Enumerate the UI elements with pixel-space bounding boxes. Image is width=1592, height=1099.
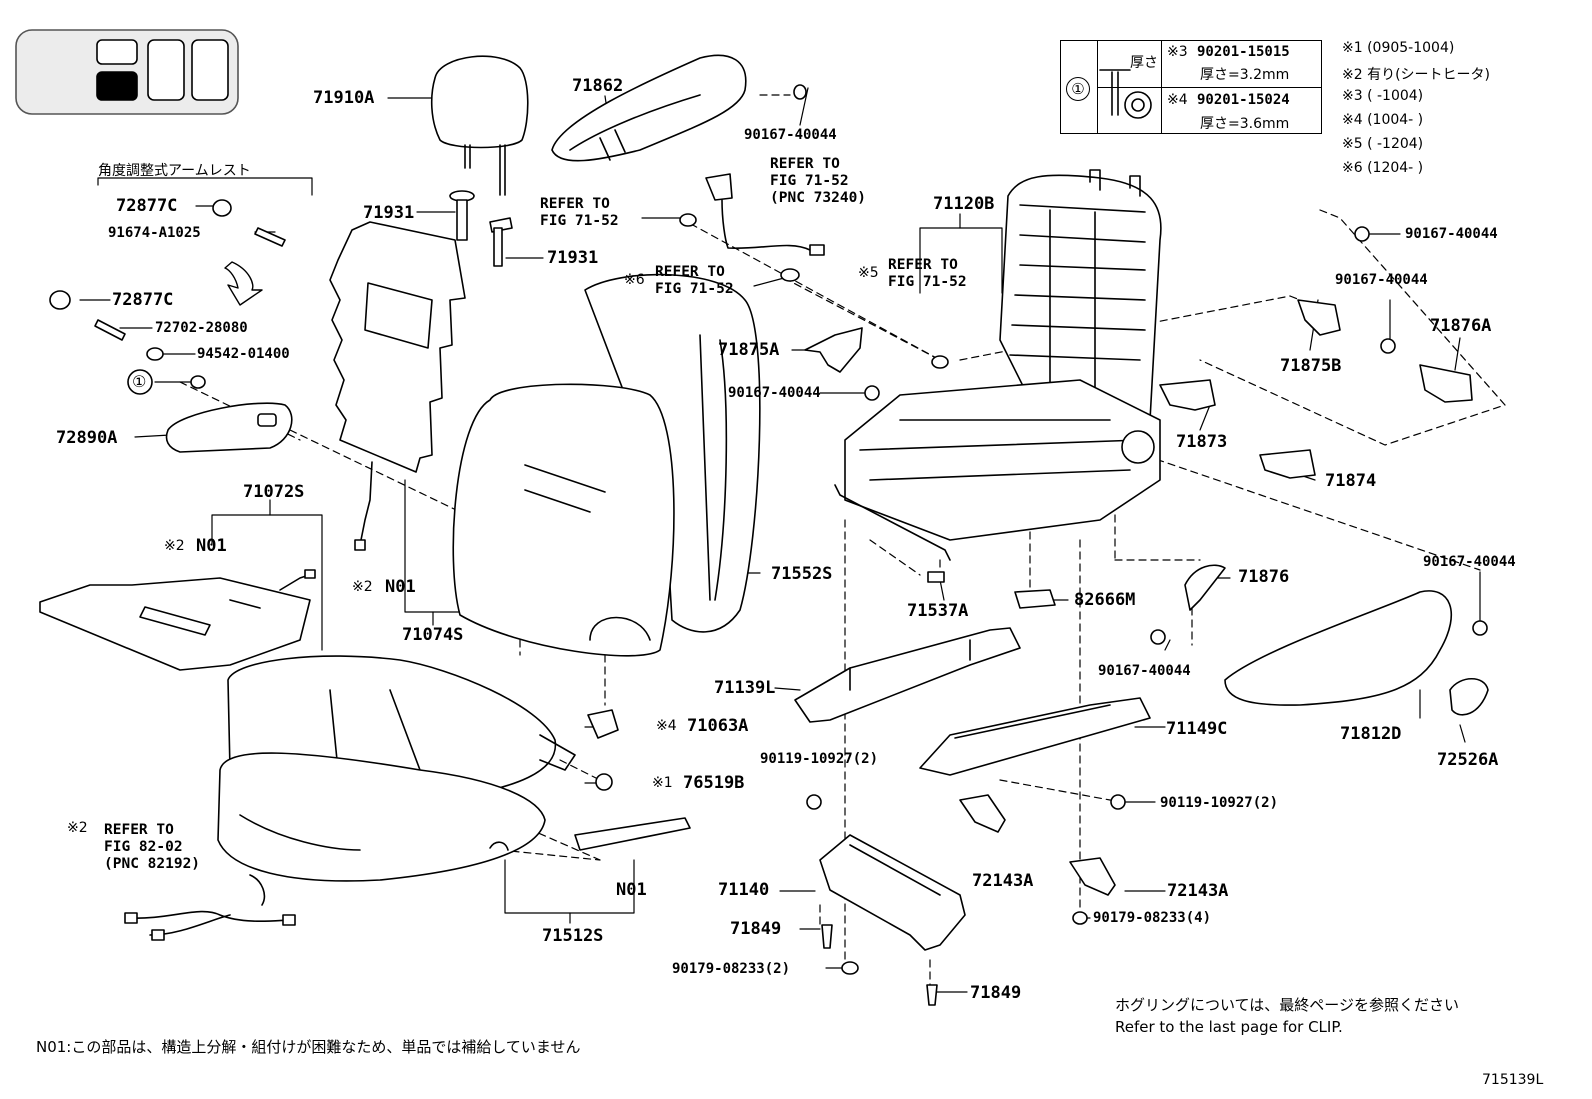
part-71849-b[interactable]: 71849 [970, 983, 1022, 1003]
part-72702-28080[interactable]: 72702-28080 [155, 320, 248, 336]
part-71120B[interactable]: 71120B [933, 194, 995, 214]
part-71139L[interactable]: 71139L [714, 678, 776, 698]
seatback-board [329, 221, 466, 551]
clip-note-jp: ホグリングについては、最終ページを参照ください [1115, 996, 1459, 1014]
part-90167-40044-mid[interactable]: 90167-40044 [728, 385, 821, 401]
seat-components [49, 84, 1489, 1006]
part-72877C-b[interactable]: 72877C [112, 290, 174, 310]
armrest-arrow-icon [224, 261, 263, 306]
headrest [430, 55, 529, 196]
part-90167-40044-top[interactable]: 90167-40044 [744, 127, 837, 143]
part-72890A[interactable]: 72890A [56, 428, 118, 448]
part-n01-a[interactable]: N01 [196, 536, 227, 556]
legend-row-2-spec: 厚さ=3.6mm [1200, 116, 1290, 132]
refer-fig-71-52-a[interactable]: REFER TO FIG 71-52 [540, 196, 619, 229]
part-71149C[interactable]: 71149C [1166, 719, 1228, 739]
legend-row-2-part: 90201-15024 [1197, 92, 1290, 108]
refer-fig-71-52-6[interactable]: REFER TO FIG 71-52 [655, 264, 734, 297]
legend-note-6: ※6 (1204- ) [1342, 160, 1424, 176]
seat-position-icon [15, 29, 239, 115]
mark-1: ※1 [652, 775, 673, 791]
legend-circle-one: ① [1066, 77, 1090, 101]
part-71876A[interactable]: 71876A [1430, 316, 1492, 336]
refer-mark-6: ※6 [624, 272, 645, 288]
part-90179-08233-4[interactable]: 90179-08233(4) [1093, 910, 1212, 926]
part-n01-b[interactable]: N01 [385, 577, 416, 597]
refer-fig-71-52-pnc[interactable]: REFER TO FIG 71-52 (PNC 73240) [770, 156, 867, 206]
part-71812D[interactable]: 71812D [1340, 724, 1402, 744]
part-72143A-b[interactable]: 72143A [1167, 881, 1229, 901]
seatback-cushion [452, 273, 761, 657]
seat-cushion [217, 655, 576, 882]
part-72877C-a[interactable]: 72877C [116, 196, 178, 216]
part-90167-40044-r2[interactable]: 90167-40044 [1335, 272, 1428, 288]
legend-note-3: ※3 ( -1004) [1342, 88, 1424, 104]
legend-row-1-spec: 厚さ=3.2mm [1200, 67, 1290, 83]
refer-mark-5: ※5 [858, 265, 879, 281]
part-71512S[interactable]: 71512S [542, 926, 604, 946]
part-72526A[interactable]: 72526A [1437, 750, 1499, 770]
part-90167-40044-lo[interactable]: 90167-40044 [1098, 663, 1191, 679]
part-90119-10927-a[interactable]: 90119-10927(2) [760, 751, 879, 767]
legend-row-1-part: 90201-15015 [1197, 44, 1290, 60]
back-upper-trim [551, 54, 747, 162]
seatback-frame [834, 169, 1162, 561]
legend-note-4: ※4 (1004- ) [1342, 112, 1424, 128]
part-90119-10927-b[interactable]: 90119-10927(2) [1160, 795, 1279, 811]
part-71873[interactable]: 71873 [1176, 432, 1228, 452]
armrest-title: 角度調整式アームレスト [98, 163, 251, 179]
part-71931-a[interactable]: 71931 [363, 203, 415, 223]
part-72143A-a[interactable]: 72143A [972, 871, 1034, 891]
part-90167-40044-r1[interactable]: 90167-40044 [1405, 226, 1498, 242]
part-94542-01400[interactable]: 94542-01400 [197, 346, 290, 362]
seat-belt-buckle [679, 173, 949, 369]
refer-mark-2: ※2 [67, 820, 88, 836]
refer-fig-71-52-5[interactable]: REFER TO FIG 71-52 [888, 257, 967, 290]
seat-heater [39, 569, 316, 671]
part-71910A[interactable]: 71910A [313, 88, 375, 108]
part-71140[interactable]: 71140 [718, 880, 770, 900]
part-91674-A1025[interactable]: 91674-A1025 [108, 225, 201, 241]
part-71862[interactable]: 71862 [572, 76, 624, 96]
part-71849-a[interactable]: 71849 [730, 919, 782, 939]
legend-thickness-label: 厚さ [1130, 55, 1158, 71]
legend-table [1060, 40, 1322, 134]
part-71537A[interactable]: 71537A [907, 601, 969, 621]
headrest-guides [449, 190, 513, 267]
part-n01-c[interactable]: N01 [616, 880, 647, 900]
figure-code: 715139L [1482, 1072, 1544, 1088]
legend-note-2: ※2 有り(シートヒータ) [1342, 67, 1491, 83]
legend-note-1: ※1 (0905-1004) [1342, 40, 1455, 56]
circle-one-marker: ① [132, 372, 147, 391]
legend-note-5: ※5 ( -1204) [1342, 136, 1424, 152]
legend-row-1-mark: ※3 [1167, 44, 1188, 60]
mark-2-n01-b: ※2 [352, 579, 373, 595]
legend-washer-icon [1099, 69, 1152, 119]
part-90167-40044-rt[interactable]: 90167-40044 [1423, 554, 1516, 570]
part-90179-08233-2[interactable]: 90179-08233(2) [672, 961, 791, 977]
n01-footnote: N01:この部品は、構造上分解・組付けが困難なため、単品では補給していません [36, 1038, 581, 1056]
part-71931-b[interactable]: 71931 [547, 248, 599, 268]
part-71552S[interactable]: 71552S [771, 564, 833, 584]
part-76519B[interactable]: 76519B [683, 773, 745, 793]
clip-note-en: Refer to the last page for CLIP. [1115, 1018, 1343, 1036]
part-71063A[interactable]: 71063A [687, 716, 749, 736]
part-71074S[interactable]: 71074S [402, 625, 464, 645]
legend-row-2-mark: ※4 [1167, 92, 1188, 108]
part-71875B[interactable]: 71875B [1280, 356, 1342, 376]
part-71874[interactable]: 71874 [1325, 471, 1377, 491]
part-71072S[interactable]: 71072S [243, 482, 305, 502]
refer-fig-82-02[interactable]: REFER TO FIG 82-02 (PNC 82192) [104, 822, 201, 872]
mark-4: ※4 [656, 718, 677, 734]
part-71876[interactable]: 71876 [1238, 567, 1290, 587]
part-82666M[interactable]: 82666M [1074, 590, 1136, 610]
part-71875A[interactable]: 71875A [718, 340, 780, 360]
mark-2-n01-a: ※2 [164, 538, 185, 554]
